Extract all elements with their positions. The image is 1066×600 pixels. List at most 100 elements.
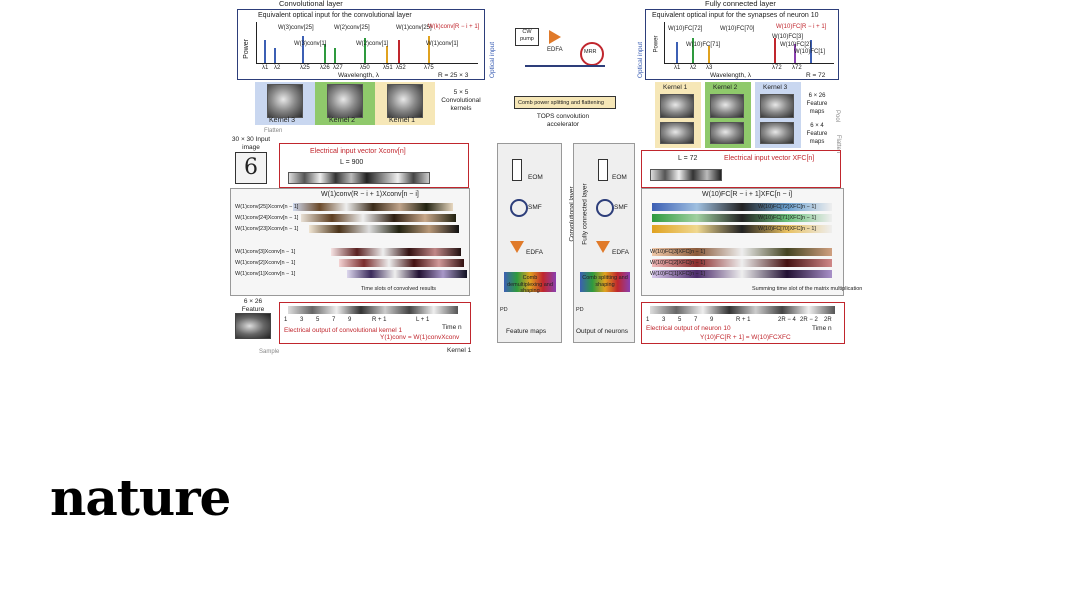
conv-row-5 [339,259,464,267]
conv-L-label: L = 900 [340,159,364,166]
edfa-left-icon [510,241,524,253]
conv-lambda-75: λ75 [424,65,434,71]
conv-optical-input: Optical input [489,41,497,79]
conv-row-label-3: W(1)conv[23]Xconv[n − 1] [235,226,299,232]
kernels-caption: 5 × 5 Convolutional kernels [441,89,481,112]
fc-lambda-2: λ2 [690,65,697,71]
smf-coil-icon [510,199,528,217]
fc-tick-5: 5 [678,317,682,323]
fc-L-label: L = 72 [678,155,698,162]
fc-row-label-1: W(10)FC[72]XFC[n − 1] [758,204,816,210]
conv-tick-R1: R + 1 [372,317,387,323]
fc-row-label-6: W(10)FC[1]XFC[n − 1] [650,271,705,277]
conv-power-label: Power [242,39,250,59]
fc-y-equation: Y(10)FC[R + 1] = W(10)FCXFC [700,334,791,341]
conv-lambda-1: λ1 [262,65,269,71]
fc-kernel3-panel: Kernel 3 [755,82,801,148]
fc-matrix-label: W(10)FC[R − i + 1]XFC[n − i] [702,191,793,198]
figure: Convolutional layer Equivalent optical i… [225,0,862,362]
conv-tick-7: 7 [332,317,336,323]
fc-tick-3: 3 [662,317,666,323]
edfa-amplifier-icon [549,30,561,44]
conv-title: Convolutional layer [279,0,343,8]
fc-elec-output-box: 1 3 5 7 9 R + 1 2R − 4 2R − 2 2R Time n … [641,302,845,344]
kernel1-panel: Kernel 1 [375,82,435,125]
eom-right-icon [598,159,608,181]
eom-label-left: EOM [528,174,543,181]
edfa-label-left: EDFA [526,249,543,256]
fc-tick-7: 7 [694,317,698,323]
conv-matrix-panel: W(1)conv(R − i + 1)Xconv[n − i] W(1)conv… [230,188,470,296]
comb-demux-box: Comb demultiplexing and shaping [504,272,556,294]
output-of-neurons: Output of neurons [576,328,629,335]
fc-spectrum-box: Equivalent optical input for the synapse… [645,9,839,80]
fc-lambda-72b: λ72 [792,65,802,71]
kernel3-image [267,84,303,118]
conv-kernel1-tag: Kernel 1 [447,347,472,354]
fc-w-label-1: W(10)FC[72] [668,26,703,32]
conv-row-label-4: W(1)conv[3]Xconv[n − 1] [235,249,296,255]
nature-logo: nature [50,468,231,527]
pool-label: Pool [834,109,841,123]
conv-lambda-26: λ26 [320,65,330,71]
fc-optical-input: Optical input [637,41,645,79]
fc-kernel2-panel: Kernel 2 [705,82,751,148]
conv-tick-L1: L + 1 [416,317,430,323]
kernel3-label: Kernel 3 [269,117,296,124]
input-image-caption: 30 × 30 Input image [231,136,271,151]
conv-w-label-generic: W(k)conv[R − i + 1] [428,24,480,30]
fc-power-label: Power [653,35,660,53]
input-image: 6 [235,152,267,184]
conv-tick-1: 1 [284,317,288,323]
cw-pump: CW pump [515,28,539,46]
flatten-label: Flatten [264,128,283,134]
conv-tick-5: 5 [316,317,320,323]
fc-input-strip [650,169,722,181]
conv-w-label-2: W(2)conv[25] [334,25,370,31]
fc-fm1-caption: 6 × 26 Feature maps [806,93,828,115]
conv-row-1 [293,203,453,211]
fc-time-n: Time n [812,325,832,332]
fc-elec-input-label: Electrical input vector XFC[n] [724,155,815,162]
fc-elec-output-label: Electrical output of neuron 10 [646,325,731,332]
conv-w-label-1: W(3)conv[25] [278,25,314,31]
conv-wavelength-label: Wavelength, λ [338,72,379,79]
conv-matrix-label: W(1)conv(R − i + 1)Xconv[n − i] [321,191,419,198]
fc-tick-2R: 2R [824,317,832,323]
edfa-top-label: EDFA [547,47,563,53]
fc-row-4 [652,248,832,256]
fc-tick-R1: R + 1 [736,317,751,323]
conv-w-label-6: W(1)conv[1] [426,41,459,47]
conv-row-label-2: W(1)conv[24]Xconv[n − 1] [235,215,299,221]
smf-label-right: SMF [614,204,628,211]
conv-w-label-3: W(1)conv[25] [396,25,432,31]
fc-tick-2R2: 2R − 2 [800,317,818,323]
fc-wavelength-label: Wavelength, λ [710,72,751,79]
conv-output-strip [288,306,458,314]
fc-output-strip [650,306,835,314]
fc-row-3 [652,225,832,233]
conv-lambda-50: λ50 [360,65,370,71]
fc-row-label-4: W(10)FC[3]XFC[n − 1] [650,249,705,255]
conv-lambda-27: λ27 [333,65,343,71]
conv-tick-9: 9 [348,317,352,323]
comb-shape-box: Comb splitting and shaping [580,272,630,292]
conv-row-4 [331,248,461,256]
conv-elec-output-label: Electrical output of convolutional kerne… [284,327,403,334]
conv-row-2 [301,214,456,222]
fc-column: EOM SMF EDFA Comb splitting and shaping … [573,143,635,343]
fc-row-label-3: W(10)FC[70]XFC[n − 1] [758,226,816,232]
conv-elec-input-label: Electrical input vector Xconv[n] [310,148,406,155]
eom-icon [512,159,522,181]
pd-label-right: PD [576,307,584,313]
fc-R-label: R = 72 [806,72,826,79]
conv-column: EOM SMF EDFA Comb demultiplexing and sha… [497,143,562,343]
fc-row-label-2: W(10)FC[71]XFC[n − 1] [758,215,816,221]
conv-row-3 [309,225,459,233]
fc-row-1 [652,203,832,211]
fc-lambda-1: λ1 [674,65,681,71]
conv-row-label-1: W(1)conv[25]Xconv[n − 1] [235,204,299,210]
fc-title: Fully connected layer [705,0,776,8]
conv-time-n: Time n [442,324,462,331]
conv-lambda-52: λ52 [396,65,406,71]
